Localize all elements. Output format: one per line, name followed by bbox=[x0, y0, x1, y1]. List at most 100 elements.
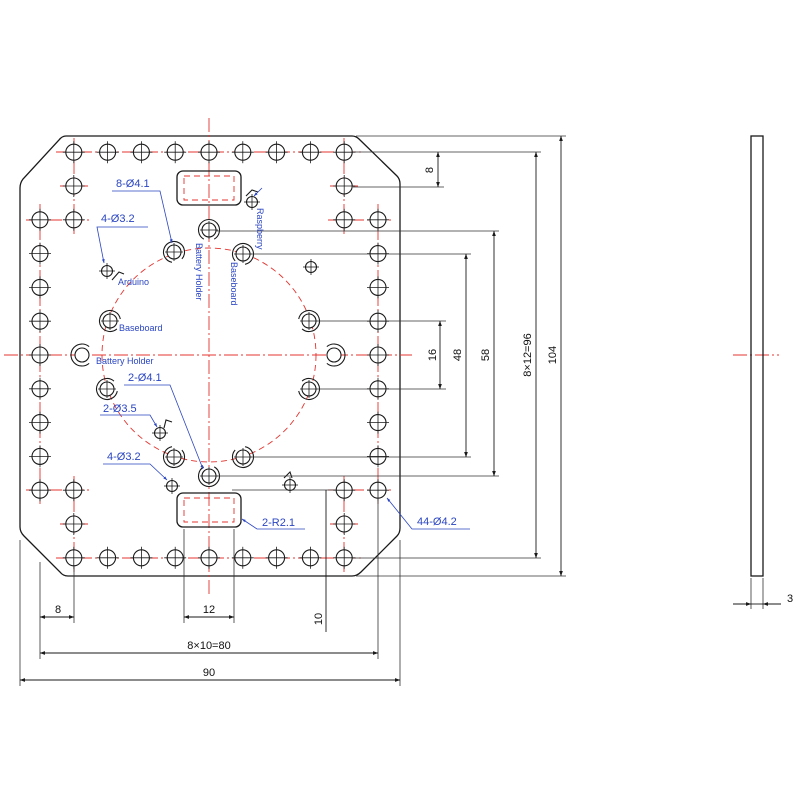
dim-text-80: 8×10=80 bbox=[187, 640, 230, 652]
baseboard-pitch-circle bbox=[101, 247, 317, 463]
leader-44-d42 bbox=[386, 497, 470, 530]
baseboard-hole bbox=[231, 242, 254, 265]
mounting-hole bbox=[62, 479, 85, 502]
mounting-hole bbox=[265, 141, 288, 164]
mounting-hole bbox=[367, 344, 389, 366]
small-hole-bracket-right bbox=[283, 470, 293, 479]
mounting-hole bbox=[164, 141, 187, 164]
mounting-hole bbox=[333, 546, 356, 569]
dim-text-16: 16 bbox=[427, 349, 439, 361]
mounting-hole bbox=[29, 276, 51, 299]
leader-raspberry bbox=[253, 187, 263, 197]
feature-labels: 8-Ø4.1 4-Ø3.2 Arduino Raspberry Battery … bbox=[96, 178, 457, 529]
baseboard-hole bbox=[298, 377, 321, 400]
mounting-hole bbox=[333, 208, 356, 231]
baseboard-hole bbox=[95, 377, 118, 400]
dim-text-48: 48 bbox=[452, 349, 464, 361]
battery-holder-hole bbox=[70, 343, 90, 367]
mounting-hole bbox=[130, 546, 153, 569]
battery-holder-hole-circle bbox=[74, 347, 90, 363]
baseboard-hole bbox=[197, 466, 221, 487]
mounting-hole bbox=[299, 546, 322, 569]
dim-text-8-top: 8 bbox=[424, 167, 436, 173]
mounting-hole bbox=[367, 445, 389, 468]
label-raspberry: Raspberry bbox=[255, 208, 265, 250]
mounting-hole bbox=[333, 479, 356, 502]
clearance-arc bbox=[231, 446, 254, 469]
label-4-d32-bottom: 4-Ø3.2 bbox=[107, 451, 141, 463]
mounting-hole bbox=[29, 242, 51, 265]
mounting-hole bbox=[29, 344, 51, 366]
leader-lines bbox=[96, 187, 470, 530]
clearance-arc bbox=[298, 310, 321, 333]
label-44-d42: 44-Ø4.2 bbox=[417, 516, 457, 528]
clearance-arc bbox=[197, 219, 221, 240]
mounting-hole bbox=[231, 546, 254, 569]
clearance-arc bbox=[95, 377, 118, 400]
baseboard-hole bbox=[163, 240, 186, 263]
leader-2-d41 bbox=[124, 384, 204, 470]
mounting-hole bbox=[198, 141, 220, 164]
baseboard-hole bbox=[98, 310, 121, 333]
mounting-hole bbox=[29, 479, 51, 502]
baseboard-hole bbox=[231, 446, 254, 469]
label-2-d35: 2-Ø3.5 bbox=[103, 403, 137, 415]
mounting-hole bbox=[367, 479, 389, 502]
leader-8-d41 bbox=[112, 190, 173, 244]
small-hole bbox=[244, 194, 260, 210]
dimension-lines bbox=[19, 135, 781, 682]
dim-text-12: 12 bbox=[203, 604, 215, 616]
dim-text-3: 3 bbox=[787, 593, 793, 605]
dim-text-58: 58 bbox=[480, 349, 492, 361]
clearance-arc bbox=[197, 466, 221, 487]
small-hole bbox=[282, 477, 298, 493]
mounting-hole bbox=[367, 276, 389, 299]
clearance-arc bbox=[231, 242, 254, 265]
mounting-hole bbox=[29, 310, 51, 333]
baseboard-hole bbox=[163, 446, 186, 469]
label-2-r21: 2-R2.1 bbox=[262, 517, 295, 529]
mounting-hole bbox=[62, 175, 85, 197]
extension-lines bbox=[19, 135, 764, 686]
bottom-slot bbox=[176, 492, 242, 528]
mounting-hole bbox=[130, 141, 153, 164]
label-4-d32-top: 4-Ø3.2 bbox=[101, 213, 135, 225]
clearance-arc bbox=[98, 310, 121, 333]
side-view-plate bbox=[750, 135, 764, 577]
dimension-texts: 8 16 48 58 8×12=96 104 8 12 10 8×10=80 9… bbox=[55, 167, 793, 679]
dim-text-104: 104 bbox=[547, 346, 559, 364]
mounting-hole bbox=[62, 513, 85, 535]
label-battery-holder: Battery Holder bbox=[96, 356, 154, 366]
leader-2-r21 bbox=[241, 518, 305, 530]
raspberry-bracket bbox=[245, 189, 259, 197]
label-battery-holder-vertical: Battery Holder bbox=[194, 243, 204, 301]
top-slot-inner bbox=[183, 175, 235, 201]
small-hole bbox=[164, 478, 180, 494]
small-hole-bracket-left bbox=[163, 419, 173, 429]
mounting-hole bbox=[96, 546, 119, 569]
mounting-hole bbox=[333, 513, 356, 535]
mounting-hole bbox=[164, 546, 187, 569]
battery-holder-hole bbox=[326, 343, 346, 367]
holes-layer bbox=[29, 141, 389, 569]
clearance-arc bbox=[163, 446, 186, 469]
label-2-d41: 2-Ø4.1 bbox=[128, 372, 162, 384]
label-8-d41: 8-Ø4.1 bbox=[116, 178, 150, 190]
battery-holder-hole-circle bbox=[326, 347, 342, 363]
mounting-hole bbox=[62, 208, 85, 231]
mounting-hole bbox=[29, 208, 51, 231]
dim-text-90: 90 bbox=[203, 667, 215, 679]
small-hole bbox=[303, 259, 319, 275]
dim-text-8-bottom: 8 bbox=[55, 604, 61, 616]
dim-text-10: 10 bbox=[313, 613, 325, 625]
mounting-hole bbox=[367, 208, 389, 231]
mounting-hole bbox=[62, 546, 85, 569]
top-slot bbox=[176, 170, 242, 206]
mounting-hole bbox=[333, 141, 356, 164]
small-hole bbox=[152, 425, 168, 441]
clearance-arc bbox=[298, 377, 321, 400]
battery-holder-arc bbox=[70, 343, 90, 367]
mounting-hole bbox=[96, 141, 119, 164]
battery-holder-arc bbox=[326, 343, 346, 367]
leader-4-d32-top bbox=[96, 226, 148, 264]
